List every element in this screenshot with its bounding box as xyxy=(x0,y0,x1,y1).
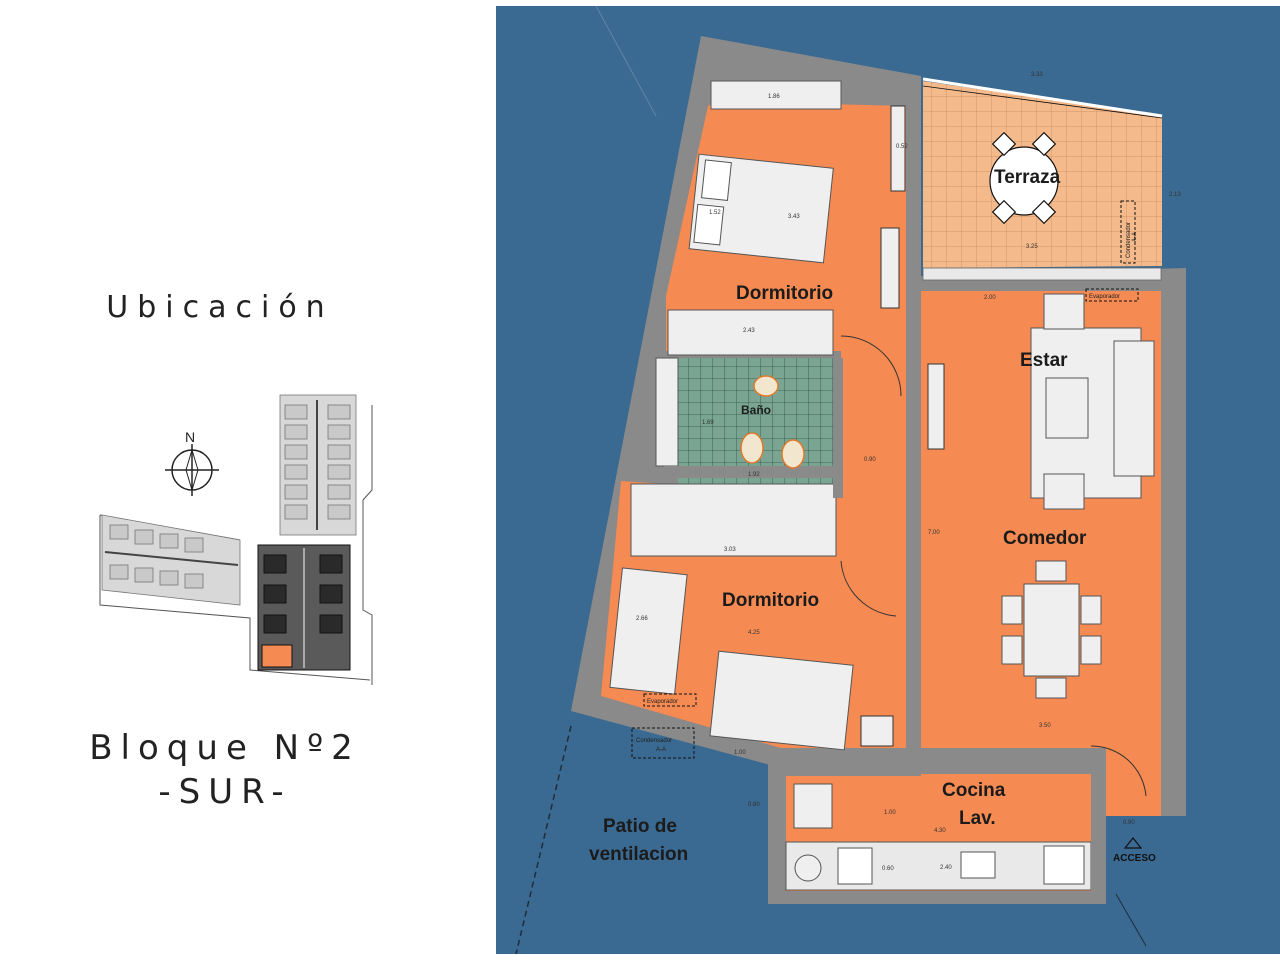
room-label-bedroom-bottom: Dormitorio xyxy=(722,590,819,611)
evaporator-bedroom: Evaporador xyxy=(643,693,697,707)
svg-text:Condensador: Condensador xyxy=(1126,222,1132,258)
room-label-dining: Comedor xyxy=(1003,528,1087,549)
svg-text:1.86: 1.86 xyxy=(768,94,780,100)
double-bed-bottom xyxy=(709,650,854,751)
compass-label: N xyxy=(185,429,195,445)
svg-text:4.25: 4.25 xyxy=(748,630,760,636)
room-label-bathroom: Baño xyxy=(741,403,771,417)
svg-text:3.50: 3.50 xyxy=(1039,723,1051,729)
kitchen-appliances xyxy=(793,783,1085,885)
svg-text:1.69: 1.69 xyxy=(702,420,714,426)
double-bed-top xyxy=(688,153,834,264)
svg-text:0.90: 0.90 xyxy=(864,457,876,463)
svg-text:1.52: 1.52 xyxy=(709,210,721,216)
svg-text:7.00: 7.00 xyxy=(928,530,940,536)
compass-icon: N xyxy=(165,429,219,496)
building-upper-wing xyxy=(279,394,357,536)
svg-text:3.03: 3.03 xyxy=(724,547,736,553)
svg-text:Evaporador: Evaporador xyxy=(1089,294,1120,300)
patio-label-1: Patio de xyxy=(603,816,677,837)
room-label-kitchen-1: Cocina xyxy=(942,780,1006,801)
svg-text:Evaporador: Evaporador xyxy=(647,699,678,705)
svg-text:3.33: 3.33 xyxy=(1031,72,1043,78)
svg-text:2.00: 2.00 xyxy=(984,295,996,301)
svg-text:3.43: 3.43 xyxy=(788,214,800,220)
svg-text:0.80: 0.80 xyxy=(748,802,760,808)
sofa-set xyxy=(1030,293,1155,510)
svg-text:A-A: A-A xyxy=(656,747,666,753)
room-label-kitchen-2: Lav. xyxy=(959,808,996,829)
door-swings xyxy=(840,335,1147,797)
condenser-bedroom: Condensador A-A xyxy=(631,727,695,759)
building-block-2 xyxy=(257,544,351,671)
svg-text:0.60: 0.60 xyxy=(882,866,894,872)
building-left-wing xyxy=(101,514,241,606)
svg-text:2.66: 2.66 xyxy=(636,616,648,622)
evaporator-living: Evaporador xyxy=(1085,288,1139,302)
room-label-terrace: Terraza xyxy=(994,167,1061,188)
access-label: ACCESO xyxy=(1113,853,1156,864)
svg-text:0.52: 0.52 xyxy=(896,144,908,150)
block-orientation: -SUR- xyxy=(158,772,292,812)
bed-bottom-left xyxy=(609,567,688,695)
svg-text:2.43: 2.43 xyxy=(743,328,755,334)
svg-text:1.92: 1.92 xyxy=(748,472,760,478)
floor-plan-panel: Terraza Dormitorio Baño Dormitorio Estar… xyxy=(496,5,1280,955)
svg-text:1.00: 1.00 xyxy=(884,810,896,816)
room-label-living: Estar xyxy=(1020,350,1068,371)
svg-text:2.40: 2.40 xyxy=(940,865,952,871)
svg-text:4.30: 4.30 xyxy=(934,828,946,834)
access-marker: ACCESO xyxy=(1113,837,1156,864)
svg-text:Condensador: Condensador xyxy=(636,738,672,744)
site-plan: N xyxy=(99,394,373,685)
location-title: Ubicación xyxy=(106,290,334,325)
bathroom-fixtures xyxy=(740,375,805,469)
unit-highlight xyxy=(261,644,293,668)
svg-text:3.25: 3.25 xyxy=(1026,244,1038,250)
condenser-terrace: Condensador A-A xyxy=(1120,200,1138,264)
svg-text:1.00: 1.00 xyxy=(734,750,746,756)
block-label: Bloque Nº2 xyxy=(89,728,361,768)
room-label-bedroom-top: Dormitorio xyxy=(736,283,833,304)
dimension-labels: 3.33 2.13 3.25 1.86 0.52 3.43 1.52 2.00 … xyxy=(636,72,1181,872)
terrace-table xyxy=(989,131,1059,225)
floor-plan: Terraza Dormitorio Baño Dormitorio Estar… xyxy=(515,5,1186,955)
patio-label-2: ventilacion xyxy=(589,844,688,865)
svg-text:A-A: A-A xyxy=(1132,232,1138,242)
dining-table xyxy=(1001,560,1102,699)
svg-text:0.90: 0.90 xyxy=(1123,820,1135,826)
svg-text:2.13: 2.13 xyxy=(1169,192,1181,198)
